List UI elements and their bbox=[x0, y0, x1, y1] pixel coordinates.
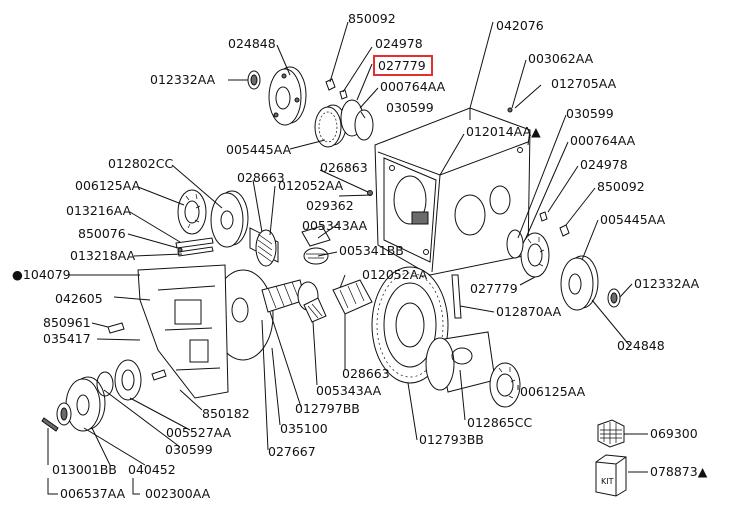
label-000764aa-right[interactable]: 000764AA bbox=[570, 133, 636, 148]
label-024848-right[interactable]: 024848 bbox=[617, 338, 665, 353]
label-069300[interactable]: 069300 bbox=[650, 426, 698, 441]
label-005445aa-right[interactable]: 005445AA bbox=[600, 212, 666, 227]
label-002300aa[interactable]: 002300AA bbox=[145, 486, 211, 501]
label-026863[interactable]: 026863 bbox=[320, 160, 368, 175]
cross-pin[interactable] bbox=[451, 274, 462, 319]
label-024848-top[interactable]: 024848 bbox=[228, 36, 276, 51]
label-012793bb[interactable]: 012793BB bbox=[419, 432, 484, 447]
differential-case[interactable] bbox=[425, 331, 496, 393]
label-005343aa-top[interactable]: 005343AA bbox=[302, 218, 368, 233]
label-006125aa-left[interactable]: 006125AA bbox=[75, 178, 141, 193]
left-bearing[interactable] bbox=[177, 189, 207, 235]
label-850076[interactable]: 850076 bbox=[78, 226, 126, 241]
label-042076[interactable]: 042076 bbox=[496, 18, 544, 33]
lower-bearing[interactable] bbox=[114, 359, 142, 401]
label-013218aa[interactable]: 013218AA bbox=[70, 248, 136, 263]
upper-small-bolts[interactable] bbox=[325, 78, 513, 196]
upper-oil-seal-left[interactable] bbox=[247, 70, 261, 90]
label-850092-top[interactable]: 850092 bbox=[348, 11, 396, 26]
lower-flange[interactable] bbox=[65, 376, 106, 432]
label-850182[interactable]: 850182 bbox=[202, 406, 250, 421]
kit-box-label: KIT bbox=[601, 477, 614, 486]
part-labels: 850092 042076 024848 024978 027779 00306… bbox=[12, 11, 708, 501]
left-pins[interactable] bbox=[175, 237, 214, 257]
label-003062aa[interactable]: 003062AA bbox=[528, 51, 594, 66]
label-012865cc[interactable]: 012865CC bbox=[467, 415, 532, 430]
leader-lines bbox=[47, 21, 648, 495]
upper-rings[interactable] bbox=[340, 99, 374, 141]
label-012870aa[interactable]: 012870AA bbox=[496, 304, 562, 319]
spider-gear-lower[interactable] bbox=[303, 297, 327, 323]
gearbox-housing[interactable] bbox=[374, 107, 531, 276]
left-bracket[interactable] bbox=[137, 264, 229, 399]
upper-pinion[interactable] bbox=[249, 227, 279, 267]
label-005341bb[interactable]: 005341BB bbox=[339, 243, 404, 258]
label-006125aa-right[interactable]: 006125AA bbox=[520, 384, 586, 399]
right-oil-seal[interactable] bbox=[607, 288, 621, 308]
label-005527aa[interactable]: 005527AA bbox=[166, 425, 232, 440]
label-012052aa-top[interactable]: 012052AA bbox=[278, 178, 344, 193]
label-078873[interactable]: 078873▲ bbox=[650, 464, 708, 479]
label-027667[interactable]: 027667 bbox=[268, 444, 316, 459]
label-850961[interactable]: 850961 bbox=[43, 315, 91, 330]
upper-flange[interactable] bbox=[268, 66, 307, 126]
label-005343aa-lower[interactable]: 005343AA bbox=[316, 383, 382, 398]
lower-oil-seal[interactable] bbox=[56, 402, 72, 426]
label-035417[interactable]: 035417 bbox=[43, 331, 91, 346]
label-027779-right[interactable]: 027779 bbox=[470, 281, 518, 296]
label-012052aa-mid[interactable]: 012052AA bbox=[362, 267, 428, 282]
label-850092-right[interactable]: 850092 bbox=[597, 179, 645, 194]
left-flange-cover[interactable] bbox=[210, 190, 249, 248]
label-012797bb[interactable]: 012797BB bbox=[295, 401, 360, 416]
label-042605[interactable]: 042605 bbox=[55, 291, 103, 306]
right-flange[interactable] bbox=[560, 255, 599, 311]
label-024978-right[interactable]: 024978 bbox=[580, 157, 628, 172]
label-040452[interactable]: 040452 bbox=[128, 462, 176, 477]
parts-drawing: KIT bbox=[41, 66, 627, 497]
label-005445aa-top[interactable]: 005445AA bbox=[226, 142, 292, 157]
upper-bearing[interactable] bbox=[314, 104, 347, 148]
spider-gear-upper[interactable] bbox=[301, 225, 331, 265]
label-104079[interactable]: ●104079 bbox=[12, 267, 71, 282]
label-028663-mid[interactable]: 028663 bbox=[342, 366, 390, 381]
label-030599-top[interactable]: 030599 bbox=[386, 100, 434, 115]
right-lower-bearing[interactable] bbox=[489, 362, 521, 408]
repair-kit-box-icon[interactable]: KIT bbox=[595, 454, 627, 497]
bracket-bolt[interactable] bbox=[107, 322, 167, 381]
side-gear[interactable] bbox=[332, 279, 373, 315]
label-013216aa[interactable]: 013216AA bbox=[66, 203, 132, 218]
right-bearing[interactable] bbox=[520, 232, 550, 278]
label-006537aa[interactable]: 006537AA bbox=[60, 486, 126, 501]
label-027779-highlighted[interactable]: 027779 bbox=[378, 58, 426, 73]
label-012705aa[interactable]: 012705AA bbox=[551, 76, 617, 91]
label-024978-top[interactable]: 024978 bbox=[375, 36, 423, 51]
label-030599-right[interactable]: 030599 bbox=[566, 106, 614, 121]
label-029362[interactable]: 029362 bbox=[306, 198, 354, 213]
right-small-bolts[interactable] bbox=[539, 211, 570, 237]
label-012014aa[interactable]: 012014AA▲ bbox=[466, 124, 541, 139]
label-030599-lower[interactable]: 030599 bbox=[165, 442, 213, 457]
label-028663-top[interactable]: 028663 bbox=[237, 170, 285, 185]
label-013001bb[interactable]: 013001BB bbox=[52, 462, 117, 477]
gasket-kit-icon[interactable] bbox=[597, 419, 625, 448]
lower-circlip[interactable] bbox=[96, 371, 114, 397]
label-035100[interactable]: 035100 bbox=[280, 421, 328, 436]
label-012332aa-left[interactable]: 012332AA bbox=[150, 72, 216, 87]
right-ring[interactable] bbox=[506, 229, 524, 259]
label-012802cc[interactable]: 012802CC bbox=[108, 156, 173, 171]
label-000764aa-top[interactable]: 000764AA bbox=[380, 79, 446, 94]
highlight-box-027779 bbox=[373, 55, 433, 76]
lower-pin[interactable] bbox=[41, 417, 59, 432]
label-012332aa-right[interactable]: 012332AA bbox=[634, 276, 700, 291]
